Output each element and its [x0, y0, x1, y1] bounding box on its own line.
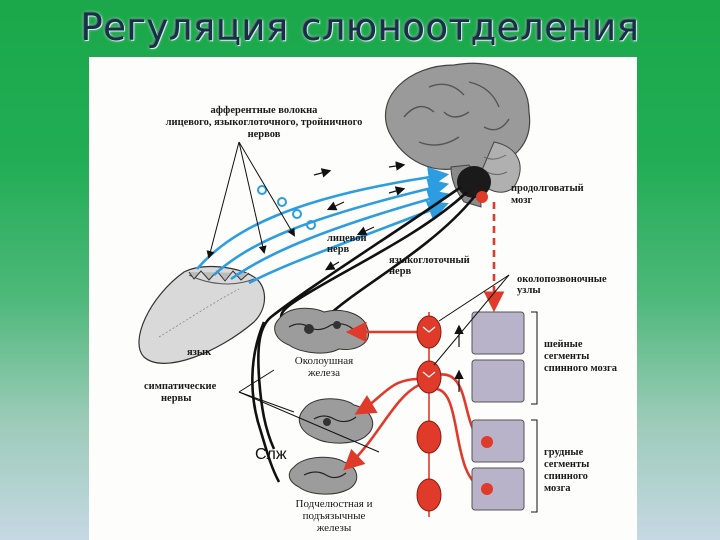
label-pointer-lines: [239, 275, 509, 452]
label-slzh: Слж: [255, 446, 287, 463]
slide-title: Регуляция слюноотделения: [0, 6, 720, 49]
label-submand-2: подъязычные: [303, 510, 366, 522]
label-thoracic-1: грудные: [544, 447, 584, 458]
label-sympathetic-1: симпатические: [144, 381, 217, 392]
afferent-pointer-lines: [209, 142, 294, 257]
label-submand-3: железы: [316, 522, 352, 534]
label-paravert-2: узлы: [517, 285, 541, 296]
label-thoracic-3: спинного: [544, 471, 588, 482]
paravertebral-ganglia: [417, 312, 441, 517]
label-tongue: язык: [187, 347, 212, 358]
label-cervical-1: шейные: [544, 339, 583, 350]
label-parotid-1: Околоушная: [295, 355, 353, 367]
submandibular-gland: [299, 399, 372, 443]
sublingual-gland: [289, 457, 357, 494]
spinal-segments: [472, 312, 524, 510]
label-submand-1: Подчелюстная и: [296, 498, 373, 510]
label-glosso-2: нерв: [389, 266, 412, 277]
label-afferent-3: нервов: [248, 129, 281, 140]
salivation-diagram: афферентные волокна лицевого, языкоглото…: [89, 57, 637, 540]
diagram-svg: афферентные волокна лицевого, языкоглото…: [89, 57, 637, 540]
thoracic-neurons: [481, 436, 493, 495]
parotid-gland: [275, 308, 369, 353]
label-thoracic-2: сегменты: [544, 459, 589, 470]
label-glosso-1: языкоглоточный: [389, 255, 470, 266]
label-thoracic-4: мозга: [544, 483, 571, 494]
label-medulla-2: мозг: [511, 195, 532, 206]
label-afferent-2: лицевого, языкоглоточного, тройничного: [166, 117, 363, 128]
label-sympathetic-2: нервы: [161, 393, 191, 404]
label-parotid-2: железа: [307, 367, 340, 379]
label-cervical-2: сегменты: [544, 351, 589, 362]
label-facial-2: нерв: [327, 244, 350, 255]
segment-brackets: [531, 312, 537, 512]
label-cervical-3: спинного мозга: [544, 363, 618, 374]
label-facial-1: лицевой: [327, 233, 367, 244]
label-afferent-1: афферентные волокна: [211, 105, 319, 116]
label-medulla-1: продолговатый: [511, 183, 584, 194]
label-paravert-1: околопозвоночные: [517, 274, 607, 285]
